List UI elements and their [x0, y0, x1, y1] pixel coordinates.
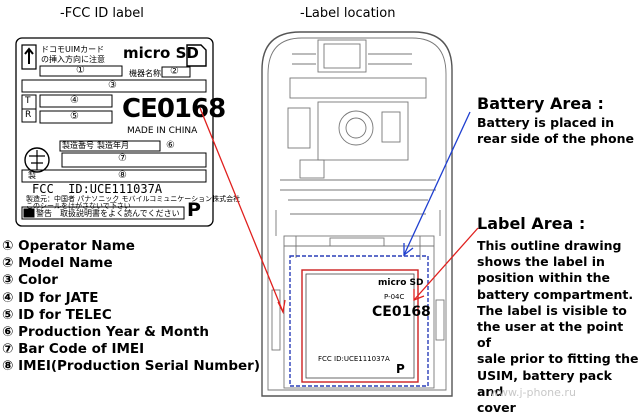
label-location-heading: -Label location	[300, 6, 396, 21]
label-area-line: cover	[477, 400, 516, 416]
field-2: ②	[170, 66, 179, 77]
label-area-line: USIM, battery pack and	[477, 367, 612, 399]
fcc-label-pointer	[199, 107, 284, 313]
battery-area-line: rear side of the phone	[477, 131, 634, 147]
label-area-line: sale prior to fitting the	[477, 351, 639, 367]
label-area-line: The label is visible to	[477, 302, 627, 318]
microsd-label: micro SD	[123, 44, 199, 62]
fcc-label-drawing	[15, 37, 214, 227]
label-area-line: position within the	[477, 270, 610, 286]
field-6: ⑥	[166, 140, 175, 151]
phone-outline-drawing	[199, 31, 479, 397]
legend-item: ⑤ ID for TELEC	[2, 306, 112, 323]
label-area-outline	[301, 269, 419, 383]
label-area-line: the user at the point of	[477, 319, 624, 351]
p-mark: P	[187, 199, 201, 221]
t-mark: T	[25, 96, 31, 106]
field-3: ③	[108, 80, 117, 91]
maker-line: 製造元：中国者 パナソニック モバイルコミュニケーション株式会社	[26, 195, 241, 203]
legend-item: ① Operator Name	[2, 238, 135, 254]
r-mark: R	[25, 110, 32, 120]
fcc-id-label	[15, 37, 214, 227]
sim-text-line-1: ドコモUIMカード	[41, 45, 105, 54]
phone-label-p-mark: P	[396, 362, 405, 376]
seal-note: このシールをはがさないで下さい	[26, 202, 131, 210]
field-1: ①	[76, 65, 85, 76]
legend-item: ⑥ Production Year & Month	[2, 324, 209, 341]
field-7: ⑦	[118, 153, 127, 164]
sim-direction-text: ドコモUIMカード の挿入方向に注意	[41, 45, 105, 65]
serial-number-field-label: 製造番号	[62, 141, 94, 150]
legend-list: ① Operator Name ② Model Name ③ Color ④ I…	[2, 238, 260, 376]
label-area-title: Label Area :	[477, 214, 586, 233]
fcc-id-text: FCC ID:UCE111037A	[32, 182, 163, 196]
label-area-line: shows the label in	[477, 254, 605, 270]
phone-label-model: P-04C	[384, 293, 405, 301]
ce-mark: CE0168	[122, 94, 226, 124]
legend-item: ④ ID for JATE	[2, 289, 99, 306]
manufacturer-prefix: 製	[28, 171, 36, 180]
production-date-field-label: 製造年月	[97, 141, 129, 150]
model-name-field-label: 機器名称	[129, 69, 161, 78]
legend-item: ⑧ IMEI(Production Serial Number)	[2, 358, 261, 375]
sim-text-line-2: の挿入方向に注意	[41, 55, 105, 64]
phone-label-ce-mark: CE0168	[372, 304, 431, 320]
field-8: ⑧	[118, 170, 127, 181]
battery-area-description: Battery is placed in rear side of the ph…	[477, 115, 634, 147]
phone-label-fcc: FCC ID:UCE111037A	[318, 355, 390, 363]
warning-text: 取扱説明書をよく読んでください	[60, 209, 180, 218]
legend-item: ② Model Name	[2, 255, 113, 272]
field-4: ④	[70, 95, 79, 106]
legend-item: ⑦ Bar Code of IMEI	[2, 341, 145, 358]
phone-label-microsd: micro SD	[378, 278, 424, 288]
battery-area-line: Battery is placed in	[477, 115, 615, 130]
warning-label: 警告	[36, 209, 52, 218]
fcc-label-heading: -FCC ID label	[60, 6, 144, 21]
battery-area-outline	[289, 255, 429, 387]
made-in-text: MADE IN CHINA	[127, 126, 198, 136]
label-area-line: This outline drawing	[477, 238, 622, 253]
field-5: ⑤	[70, 111, 79, 122]
battery-area-title: Battery Area :	[477, 94, 604, 113]
legend-item: ③ Color	[2, 272, 58, 289]
label-area-pointer	[413, 227, 479, 301]
watermark: www.j-phone.ru	[490, 386, 576, 399]
battery-area-pointer	[403, 111, 471, 256]
label-area-line: battery compartment.	[477, 286, 634, 302]
